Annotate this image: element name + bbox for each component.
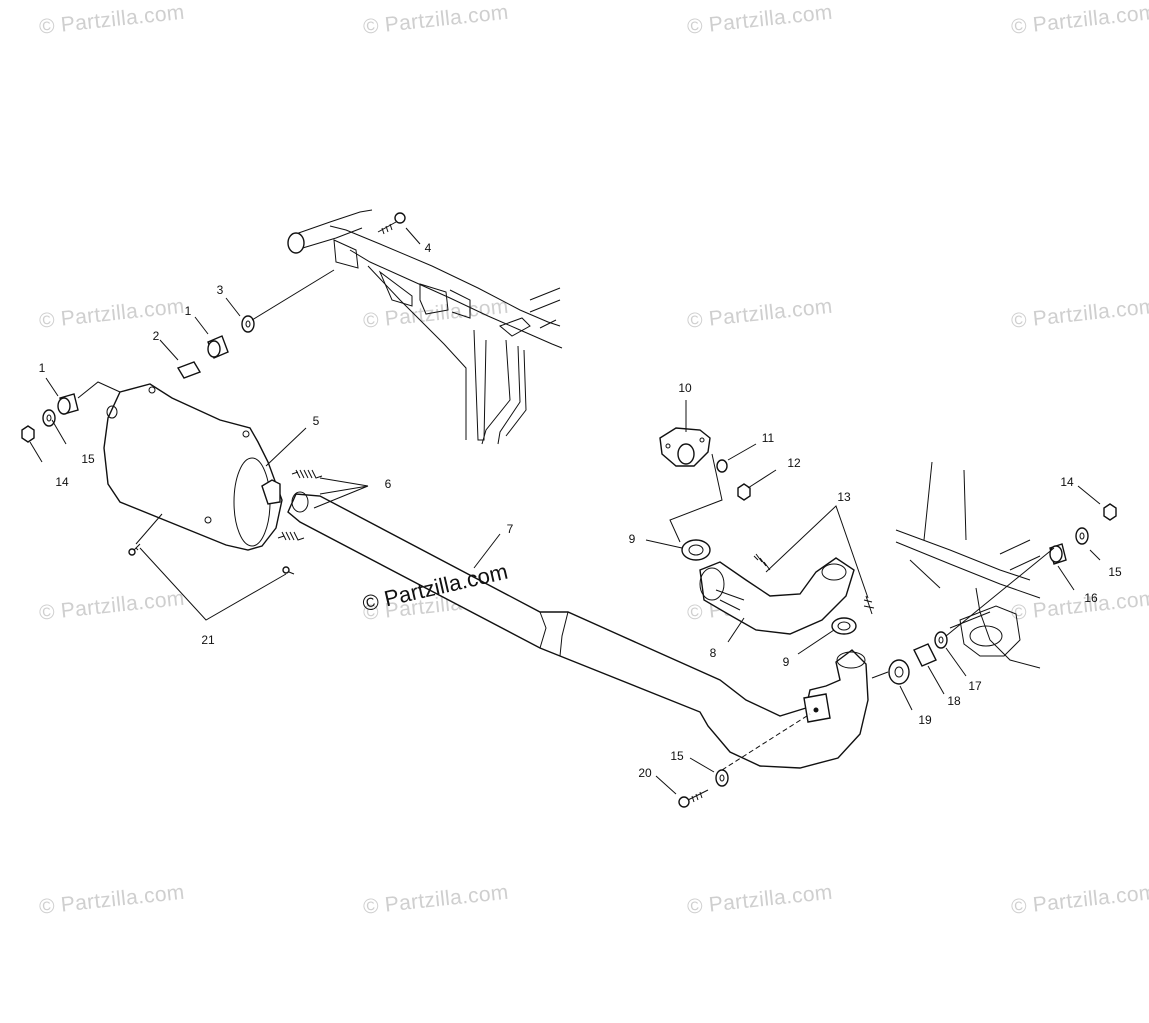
callout-5: 5 <box>312 414 320 428</box>
leader-lines <box>29 227 1101 795</box>
callout-16: 16 <box>1084 591 1098 605</box>
callout-21: 21 <box>201 633 215 647</box>
callout-15: 15 <box>81 452 95 466</box>
muffler <box>103 383 283 551</box>
callout-1: 1 <box>38 361 46 375</box>
callout-18: 18 <box>947 694 961 708</box>
callout-4: 4 <box>424 241 432 255</box>
callout-17: 17 <box>968 679 982 693</box>
hardware <box>21 212 1117 808</box>
callout-6: 6 <box>384 477 392 491</box>
springs <box>277 469 323 541</box>
callout-9: 9 <box>782 655 790 669</box>
callout-8: 8 <box>709 646 717 660</box>
callout-20: 20 <box>638 766 652 780</box>
upper-frame <box>287 209 563 445</box>
flex-pipe <box>699 557 855 635</box>
callout-19: 19 <box>918 713 932 727</box>
callout-9: 9 <box>628 532 636 546</box>
callout-10: 10 <box>678 381 692 395</box>
callout-1: 1 <box>184 304 192 318</box>
callout-15: 15 <box>670 749 684 763</box>
callout-11: 11 <box>761 431 775 445</box>
callout-15: 15 <box>1108 565 1122 579</box>
callout-2: 2 <box>152 329 160 343</box>
callout-13: 13 <box>837 490 851 504</box>
callout-12: 12 <box>787 456 801 470</box>
callout-14: 14 <box>55 475 69 489</box>
callout-14: 14 <box>1060 475 1074 489</box>
exhaust-pipe <box>287 491 869 769</box>
right-frame <box>895 461 1041 669</box>
callout-3: 3 <box>216 283 224 297</box>
callout-7: 7 <box>506 522 514 536</box>
